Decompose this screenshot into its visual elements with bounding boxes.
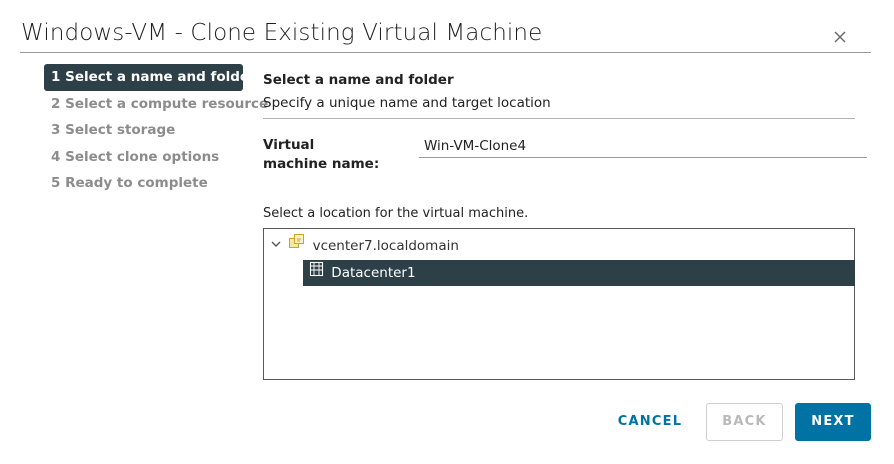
chevron-down-icon[interactable] xyxy=(270,233,284,259)
tree-node-label: vcenter7.localdomain xyxy=(312,238,459,254)
tree-node-datacenter[interactable]: Datacenter1 xyxy=(303,260,855,286)
next-button[interactable]: NEXT xyxy=(795,403,871,441)
location-label: Select a location for the virtual machin… xyxy=(263,206,529,221)
tree-node-vcenter[interactable]: vcenter7.localdomain xyxy=(270,233,459,259)
section-divider xyxy=(263,118,855,119)
vm-name-label: Virtual machine name: xyxy=(263,137,380,172)
cancel-button[interactable]: CANCEL xyxy=(617,414,683,429)
tree-node-label: Datacenter1 xyxy=(331,265,416,281)
wizard-steps: 1 Select a name and folder 2 Select a co… xyxy=(44,64,269,197)
step-ready-to-complete[interactable]: 5 Ready to complete xyxy=(51,175,208,191)
section-title: Select a name and folder xyxy=(263,72,454,88)
vcenter-icon xyxy=(288,233,305,259)
close-icon[interactable] xyxy=(829,26,851,48)
step-select-clone-options[interactable]: 4 Select clone options xyxy=(51,148,220,165)
step-select-compute-resource[interactable]: 2 Select a compute resource xyxy=(51,95,269,112)
section-subtitle: Specify a unique name and target locatio… xyxy=(263,95,551,111)
vm-name-input[interactable] xyxy=(419,134,867,158)
step-select-name-folder[interactable]: 1 Select a name and folder xyxy=(44,64,256,91)
back-button[interactable]: BACK xyxy=(706,403,783,441)
title-divider xyxy=(20,52,871,53)
location-tree: vcenter7.localdomain Datacenter1 xyxy=(263,228,855,380)
dialog-title: Windows-VM - Clone Existing Virtual Mach… xyxy=(21,20,543,46)
datacenter-icon xyxy=(309,260,324,286)
step-select-storage[interactable]: 3 Select storage xyxy=(51,122,176,138)
